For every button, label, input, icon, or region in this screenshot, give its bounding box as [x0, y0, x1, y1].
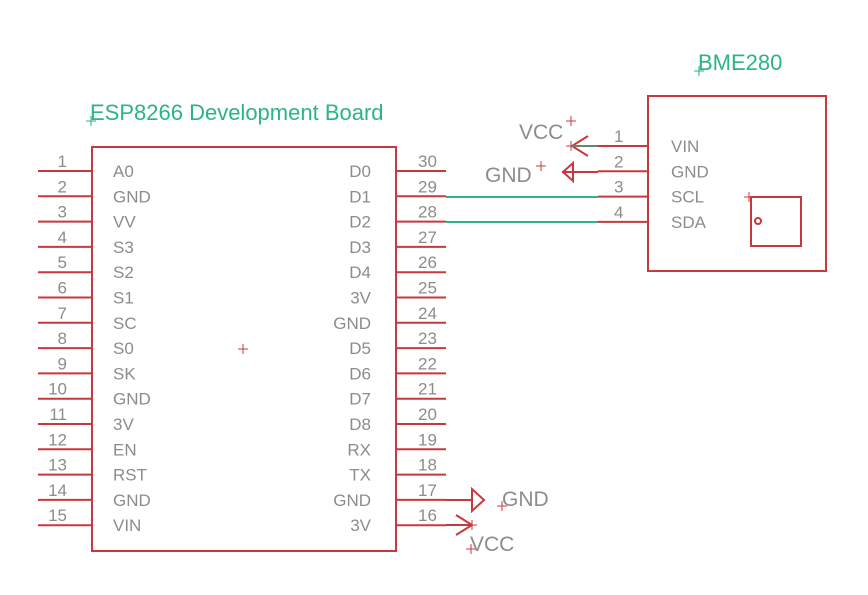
- esp-left-pin-number: 6: [58, 279, 67, 298]
- bme280-title: BME280: [698, 50, 782, 75]
- esp8266-left-pins: 1A02GND3VV4S35S26S17SC8S09SK10GND113V12E…: [38, 152, 151, 535]
- esp-left-pin-number: 7: [58, 304, 67, 323]
- esp-right-pin-number: 29: [418, 177, 437, 196]
- esp-left-pin-number: 5: [58, 253, 67, 272]
- esp-left-pin-name: VV: [113, 213, 136, 232]
- esp-left-pin-name: S2: [113, 263, 134, 282]
- esp-right-pin-name: D2: [349, 213, 371, 232]
- esp-right-pin-name: D3: [349, 238, 371, 257]
- bme-pin-name: GND: [671, 162, 709, 181]
- bme-pin-name: VIN: [671, 137, 699, 156]
- bme280-origin-marker: [744, 192, 754, 202]
- esp-left-pin-name: VIN: [113, 516, 141, 535]
- esp-left-pin-number: 1: [58, 152, 67, 171]
- bme280-pin1-dot: [754, 217, 762, 225]
- bme-pin-number: 1: [614, 127, 623, 146]
- bme-pin-name: SCL: [671, 188, 704, 207]
- esp-right-pin-name: D6: [349, 364, 371, 383]
- bme280-body[interactable]: [647, 95, 827, 272]
- esp-left-pin-name: EN: [113, 440, 137, 459]
- esp-left-pin-name: SC: [113, 314, 137, 333]
- esp-left-pin-number: 8: [58, 329, 67, 348]
- esp8266-title: ESP8266 Development Board: [90, 100, 384, 125]
- esp-left-pin-name: GND: [113, 491, 151, 510]
- esp-right-pin-name: 3V: [350, 516, 371, 535]
- esp-right-pin-number: 20: [418, 405, 437, 424]
- esp-left-pin-number: 9: [58, 354, 67, 373]
- esp-right-pin-number: 28: [418, 203, 437, 222]
- esp8266-title-origin: [86, 116, 96, 126]
- esp-left-pin-number: 12: [48, 430, 67, 449]
- bme280-sensor-package: [750, 196, 802, 247]
- esp-right-pin-name: D1: [349, 187, 371, 206]
- esp-right-pin-number: 18: [418, 456, 437, 475]
- esp-left-pin-number: 3: [58, 203, 67, 222]
- esp-left-pin-number: 15: [48, 506, 67, 525]
- esp-right-pin-name: D7: [349, 390, 371, 409]
- bme-pin-number: 4: [614, 203, 623, 222]
- esp-right-pin-name: RX: [347, 440, 371, 459]
- bme-vcc-label: VCC: [519, 121, 563, 144]
- esp8266-origin-marker: [238, 344, 248, 354]
- esp-left-pin-number: 10: [48, 380, 67, 399]
- esp-left-pin-name: GND: [113, 390, 151, 409]
- esp-right-pin-name: GND: [333, 314, 371, 333]
- esp-right-pin-name: 3V: [350, 289, 371, 308]
- esp-right-pin-name: D4: [349, 263, 371, 282]
- esp-left-pin-number: 4: [58, 228, 67, 247]
- esp-right-pin-number: 30: [418, 152, 437, 171]
- esp-left-pin-name: RST: [113, 466, 147, 485]
- esp-right-pin-number: 16: [418, 506, 437, 525]
- esp-right-pin-number: 27: [418, 228, 437, 247]
- esp-gnd-symbol[interactable]: [446, 486, 507, 514]
- esp-right-pin-number: 17: [418, 481, 437, 500]
- esp-right-pin-name: D5: [349, 339, 371, 358]
- esp-left-pin-name: S0: [113, 339, 134, 358]
- bme-pin-number: 3: [614, 178, 623, 197]
- bme280-title-origin: [694, 66, 704, 76]
- esp-right-pin-name: D0: [349, 162, 371, 181]
- esp-left-pin-number: 11: [49, 405, 67, 424]
- esp-right-pin-number: 25: [418, 279, 437, 298]
- esp-right-pin-name: D8: [349, 415, 371, 434]
- bme-vcc-symbol[interactable]: [566, 116, 598, 157]
- esp-left-pin-number: 2: [58, 177, 67, 196]
- esp-left-pin-name: 3V: [113, 415, 134, 434]
- esp-right-pin-number: 24: [418, 304, 437, 323]
- bme-gnd-label: GND: [485, 164, 532, 187]
- esp-left-pin-name: GND: [113, 187, 151, 206]
- bme-gnd-symbol[interactable]: [536, 160, 598, 184]
- esp-left-pin-name: A0: [113, 162, 134, 181]
- esp-right-pin-number: 22: [418, 354, 437, 373]
- esp-left-pin-number: 14: [48, 481, 67, 500]
- esp-vcc-symbol[interactable]: [446, 514, 477, 554]
- esp-right-pin-number: 19: [418, 430, 437, 449]
- esp-right-pin-number: 23: [418, 329, 437, 348]
- esp-left-pin-number: 13: [48, 456, 67, 475]
- esp-right-pin-name: GND: [333, 491, 371, 510]
- bme-pin-number: 2: [614, 152, 623, 171]
- esp-left-pin-name: SK: [113, 364, 136, 383]
- esp-right-pin-number: 21: [418, 380, 437, 399]
- esp-vcc-label: VCC: [470, 533, 514, 556]
- esp-left-pin-name: S1: [113, 289, 134, 308]
- esp-left-pin-name: S3: [113, 238, 134, 257]
- esp-gnd-label: GND: [502, 488, 549, 511]
- bme-pin-name: SDA: [671, 213, 707, 232]
- esp-right-pin-number: 26: [418, 253, 437, 272]
- esp-right-pin-name: TX: [349, 466, 371, 485]
